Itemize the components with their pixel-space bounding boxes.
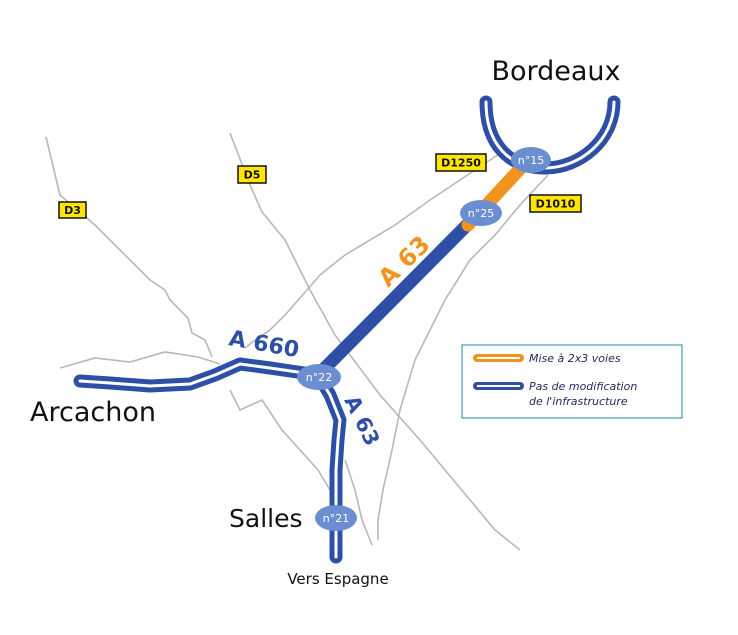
- d5-badge: D5: [237, 165, 267, 184]
- road-west: [59, 351, 221, 369]
- a63-south-and-a660: [73, 357, 347, 564]
- svg-text:n°22: n°22: [306, 371, 332, 384]
- legend-blue-label-1: Pas de modification: [529, 380, 637, 393]
- label-a660: A 660: [227, 326, 301, 363]
- secondary-roads: [45, 132, 549, 551]
- city-arcachon: Arcachon: [30, 397, 156, 428]
- exit-n22: n°22: [297, 364, 341, 390]
- svg-text:D5: D5: [244, 169, 261, 182]
- d1010-badge: D1010: [529, 194, 582, 213]
- legend-orange-label: Mise à 2x3 voies: [529, 352, 621, 365]
- exit-n21: n°21: [315, 505, 357, 531]
- road-d1010: [377, 174, 549, 540]
- road-d5: [229, 132, 521, 551]
- city-vers-espagne: Vers Espagne: [287, 570, 388, 588]
- svg-text:n°15: n°15: [518, 154, 544, 167]
- city-bordeaux: Bordeaux: [491, 56, 620, 87]
- svg-text:n°21: n°21: [323, 512, 349, 525]
- a63-blue-segment: [311, 215, 477, 382]
- svg-text:D3: D3: [64, 204, 81, 217]
- road-d1250: [244, 149, 506, 349]
- exit-n15: n°15: [511, 147, 551, 173]
- legend: Mise à 2x3 voies Pas de modification de …: [461, 344, 683, 419]
- city-salles: Salles: [229, 504, 303, 533]
- road-south-west: [229, 389, 331, 491]
- svg-text:D1250: D1250: [441, 157, 481, 170]
- road-d3: [45, 136, 213, 358]
- road-south-east: [344, 459, 373, 546]
- d3-badge: D3: [58, 201, 87, 219]
- d1250-badge: D1250: [435, 153, 487, 172]
- exit-n25: n°25: [460, 200, 502, 226]
- svg-text:D1010: D1010: [536, 198, 576, 211]
- legend-blue-label-2: de l'infrastructure: [529, 395, 628, 408]
- svg-text:n°25: n°25: [468, 207, 494, 220]
